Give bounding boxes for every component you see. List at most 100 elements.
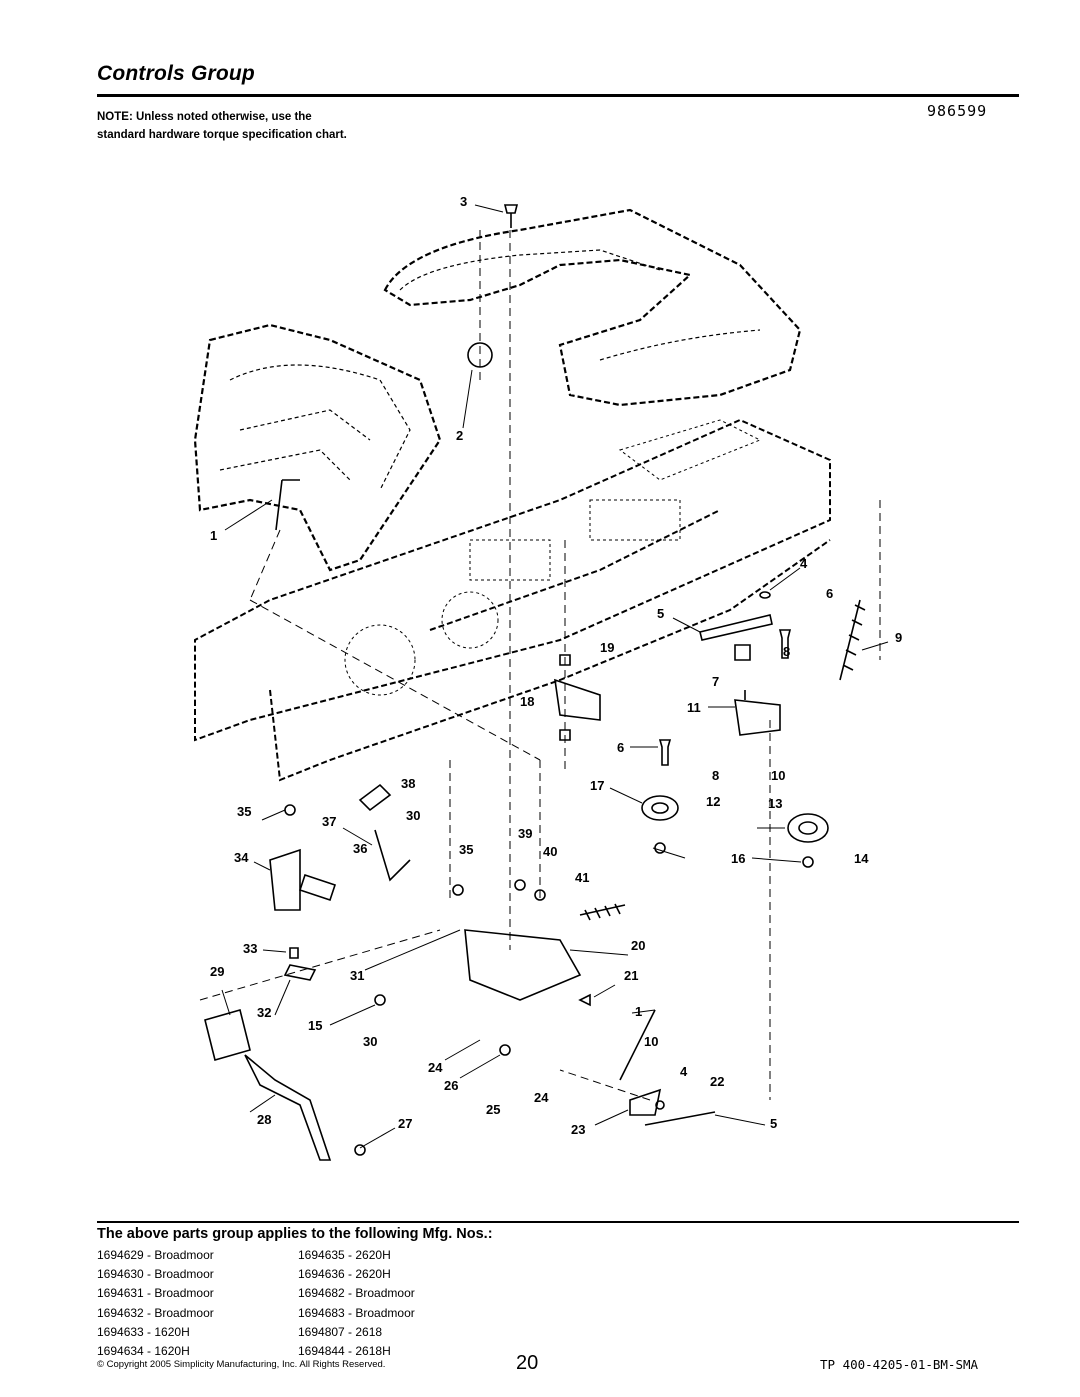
part-6-pin (778, 629, 792, 659)
copyright-notice: © Copyright 2005 Simplicity Manufacturin… (97, 1359, 386, 1370)
callout-19: 19 (600, 640, 614, 655)
page-title: Controls Group (97, 62, 255, 85)
callout-31: 31 (350, 968, 364, 983)
callout-29: 29 (210, 964, 224, 979)
callout-35b: 35 (459, 842, 473, 857)
callout-leaders (221, 204, 889, 1149)
callout-34: 34 (234, 850, 249, 865)
callout-27: 27 (398, 1116, 412, 1131)
mfg-number: 1694634 - 1620H (97, 1343, 190, 1358)
part-11-arm (734, 690, 781, 736)
callout-36: 36 (353, 841, 367, 856)
mfg-number: 1694629 - Broadmoor (97, 1248, 214, 1262)
document-code: TP 400-4205-01-BM-SMA (820, 1357, 979, 1372)
callout-15: 15 (308, 1018, 322, 1033)
part-20-bracket (464, 929, 582, 1001)
callout-2: 2 (456, 428, 463, 443)
mfg-number: 1694636 - 2620H (298, 1267, 391, 1282)
callout-25: 25 (486, 1102, 500, 1117)
part-5-rod-lower (644, 1111, 716, 1126)
part-37-lever (374, 829, 411, 882)
part-5-link (699, 614, 773, 641)
callout-22: 22 (710, 1074, 724, 1089)
fender-assembly (193, 208, 802, 572)
part-33-bolt (289, 947, 299, 959)
callout-20: 20 (631, 938, 645, 953)
part-2-knob (467, 342, 493, 368)
callout-30b: 30 (363, 1034, 377, 1049)
part-4-washer (759, 591, 771, 599)
callout-41: 41 (575, 870, 589, 885)
callout-39: 39 (518, 826, 532, 841)
callout-28: 28 (257, 1112, 271, 1127)
part-29-clip (283, 964, 317, 981)
callout-11: 11 (687, 700, 701, 715)
fender-inner-detail (219, 249, 761, 491)
part-41-spring (579, 903, 626, 921)
part-16-nut (654, 842, 666, 854)
mfg-number: 1694631 - Broadmoor (97, 1286, 214, 1301)
callout-labels: 3 2 1 4 6 5 9 19 8 7 18 11 6 17 8 10 12 … (210, 194, 902, 1137)
callout-1b: 1 (635, 1004, 642, 1019)
callout-4: 4 (800, 556, 808, 571)
part-35-nut (284, 804, 296, 816)
callout-37: 37 (322, 814, 336, 829)
callout-7: 7 (712, 674, 719, 689)
callout-4b: 4 (680, 1064, 688, 1079)
part-17-pulley (641, 795, 679, 821)
mfg-number: 1694807 - 2618 (298, 1324, 383, 1339)
callout-33: 33 (243, 941, 257, 956)
callout-35: 35 (237, 804, 251, 819)
callout-23: 23 (571, 1122, 585, 1137)
applicability-heading: The above parts group applies to the fol… (97, 1226, 493, 1242)
part-14-nut (802, 856, 814, 868)
part-13-pulley (787, 813, 829, 843)
callout-30: 30 (406, 808, 420, 823)
callout-17: 17 (590, 778, 604, 793)
part-1-rod-lower (619, 1009, 656, 1081)
callout-16: 16 (731, 851, 745, 866)
page-number: 20 (516, 1352, 539, 1374)
callout-14: 14 (854, 851, 869, 866)
part-6-bolt-lower (658, 739, 672, 766)
callout-10: 10 (771, 768, 785, 783)
part-38-knob (358, 783, 392, 812)
part-34-bracket (269, 848, 301, 911)
torque-note: NOTE: Unless noted otherwise, use the st… (97, 111, 347, 141)
callout-26: 26 (444, 1078, 458, 1093)
parts (204, 204, 866, 1161)
callout-5b: 5 (770, 1116, 777, 1131)
callout-8b: 8 (712, 768, 719, 783)
callout-9: 9 (895, 630, 902, 645)
callout-10b: 10 (644, 1034, 658, 1049)
callout-38: 38 (401, 776, 415, 791)
part-9-spring (839, 599, 866, 681)
callout-24b: 24 (534, 1090, 549, 1105)
callout-1: 1 (210, 528, 217, 543)
part-36-grip (298, 873, 337, 902)
callout-13: 13 (768, 796, 782, 811)
callout-8: 8 (783, 644, 790, 659)
callout-3: 3 (460, 194, 467, 209)
title-rule (97, 94, 1019, 97)
callout-21: 21 (624, 968, 638, 983)
mfg-number: 1694633 - 1620H (97, 1324, 190, 1339)
mfg-number: 1694683 - Broadmoor (298, 1305, 415, 1320)
mfg-number: 1694632 - Broadmoor (97, 1305, 214, 1320)
part-32-pad (204, 1009, 251, 1061)
exploded-parts-diagram: 3 2 1 4 6 5 9 19 8 7 18 11 6 17 8 10 12 … (193, 194, 902, 1161)
callout-40: 40 (543, 844, 557, 859)
callout-18: 18 (520, 694, 534, 709)
mfg-number: 1694682 - Broadmoor (298, 1286, 415, 1301)
frame-detail (344, 419, 762, 696)
callout-6: 6 (826, 586, 833, 601)
part-23-bracket (629, 1088, 662, 1116)
tractor-frame (194, 418, 831, 782)
callout-24: 24 (428, 1060, 443, 1075)
mfg-number: 1694635 - 2620H (298, 1248, 391, 1262)
part-28-pedal-arm (244, 1054, 332, 1161)
part-21-bolt (578, 993, 591, 1007)
callout-12: 12 (706, 794, 720, 809)
applicability-rule (97, 1221, 1019, 1223)
callout-32: 32 (257, 1005, 271, 1020)
